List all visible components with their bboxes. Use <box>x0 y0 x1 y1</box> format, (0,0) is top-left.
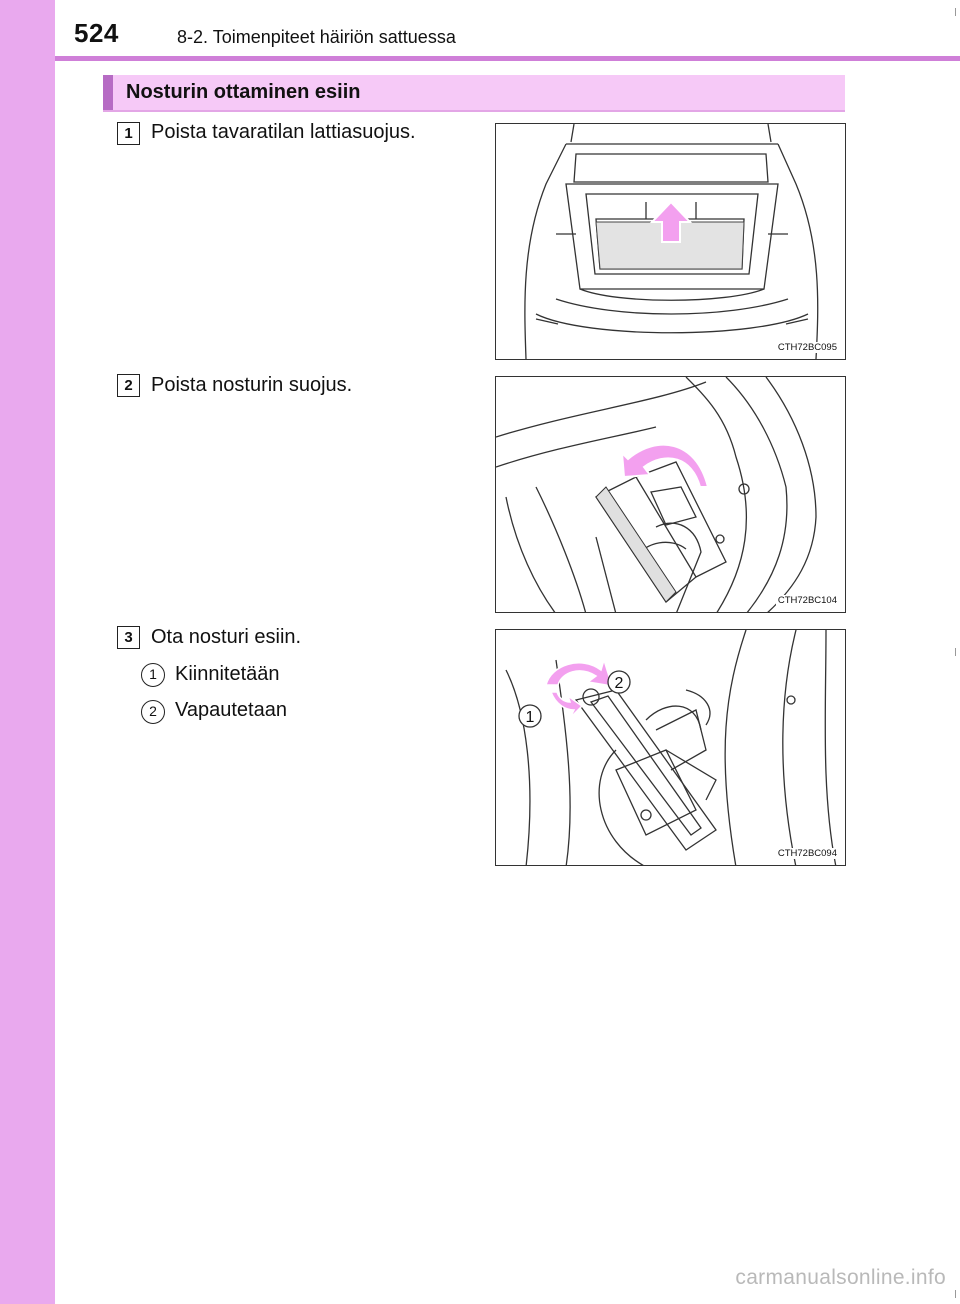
heading-title: Nosturin ottaminen esiin <box>126 81 361 103</box>
callout-2: 2 <box>615 675 624 692</box>
callout-1: 1 <box>526 709 535 726</box>
watermark: carmanualsonline.info <box>735 1266 946 1289</box>
side-tab-bar <box>0 0 55 1304</box>
crop-mark <box>955 1290 956 1298</box>
figure-code: CTH72BC094 <box>775 848 839 859</box>
figure-code: CTH72BC095 <box>775 342 839 353</box>
section-title: 8-2. Toimenpiteet häiriön sattuessa <box>177 27 456 47</box>
step-number-2: 2 <box>117 374 140 397</box>
figure-jack-removal: 1 2 CTH72BC094 <box>495 629 846 866</box>
sub-item-number-1: 1 <box>141 663 165 687</box>
subsection-heading: Nosturin ottaminen esiin <box>103 75 845 112</box>
crop-mark <box>955 648 956 656</box>
figure-trunk-floor-cover: CTH72BC095 <box>495 123 846 360</box>
step-number-3: 3 <box>117 626 140 649</box>
header-rule <box>55 56 960 61</box>
figure-code: CTH72BC104 <box>775 595 839 606</box>
step-text-2: Poista nosturin suojus. <box>151 374 353 396</box>
sub-item-text-1: Kiinnitetään <box>175 663 280 685</box>
page-number: 524 <box>74 18 119 48</box>
crop-mark <box>955 8 956 16</box>
sub-item-number-2: 2 <box>141 700 165 724</box>
heading-accent <box>103 75 113 110</box>
figure-jack-cover: CTH72BC104 <box>495 376 846 613</box>
step-number-1: 1 <box>117 122 140 145</box>
sub-item-text-2: Vapautetaan <box>175 699 287 721</box>
step-text-1: Poista tavaratilan lattiasuojus. <box>151 121 416 143</box>
step-text-3: Ota nosturi esiin. <box>151 626 302 648</box>
